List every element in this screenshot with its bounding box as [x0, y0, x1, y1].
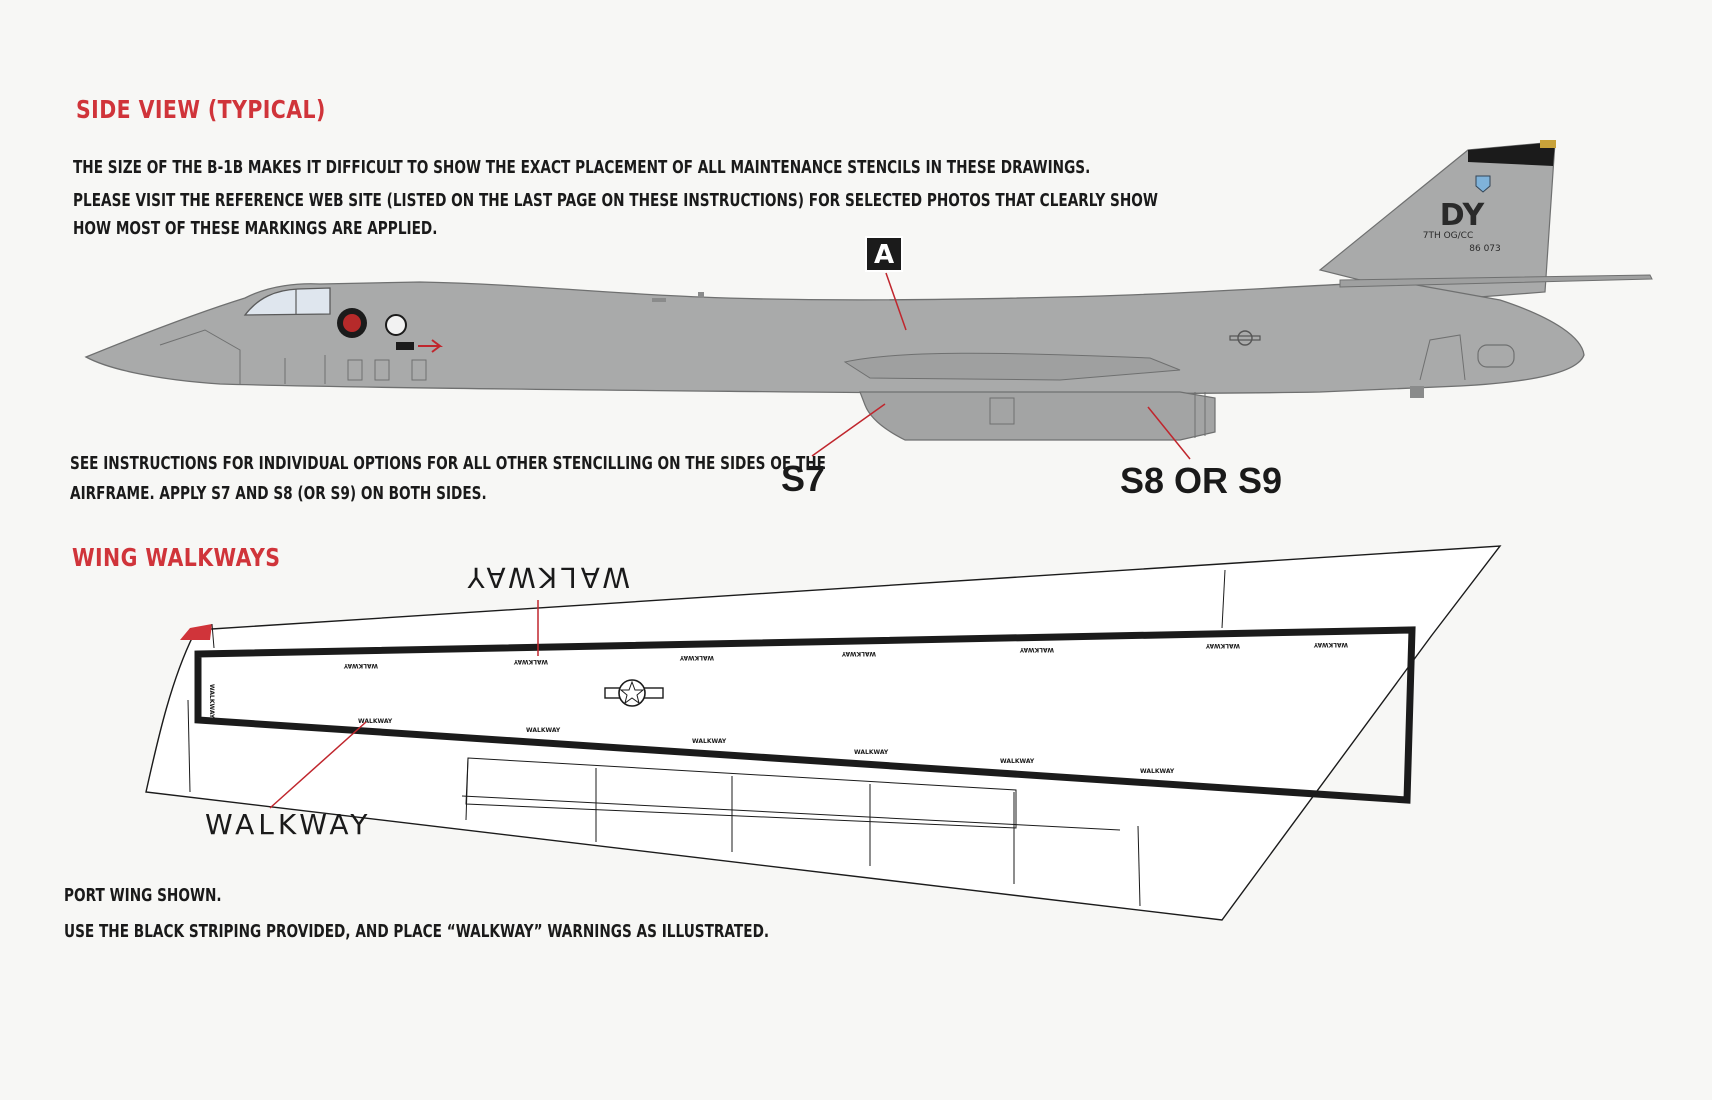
- wing-outline: [145, 545, 1502, 921]
- unit-emblem: [1475, 175, 1491, 193]
- s8-s9-leader: [1147, 406, 1191, 460]
- access-panel: [411, 359, 427, 381]
- walkway-bottom-leader: [269, 721, 367, 809]
- wing-walkways-title: WING WALKWAYS: [72, 543, 281, 572]
- stencil-note-line-1: SEE INSTRUCTIONS FOR INDIVIDUAL OPTIONS …: [70, 454, 827, 474]
- hatch-marking: [385, 314, 407, 336]
- tail-code: DY: [1440, 198, 1486, 233]
- aft-panel: [1419, 334, 1466, 381]
- intro-line-1: THE SIZE OF THE B-1B MAKES IT DIFFICULT …: [73, 158, 1091, 178]
- insignia-star: [619, 680, 645, 705]
- wing-glove: [843, 352, 1181, 381]
- walkway-stencil: WALKWAY: [1313, 641, 1348, 648]
- wing-insignia: [604, 679, 664, 707]
- tail-tip-light: [1540, 140, 1556, 148]
- callout-a-box: [865, 236, 903, 272]
- fuselage: [84, 281, 1585, 395]
- walkway-stencil: WALKWAY: [1205, 642, 1240, 649]
- intro-line-2: PLEASE VISIT THE REFERENCE WEB SITE (LIS…: [73, 191, 1158, 211]
- insignia-bar: [1229, 335, 1261, 341]
- walkway-stencil: WALKWAY: [513, 658, 548, 665]
- walkway-stencil: WALKWAY: [854, 749, 889, 756]
- nacelle-panel: [989, 397, 1015, 425]
- engine-nacelle: [859, 391, 1216, 441]
- horizontal-stabilizer: [1339, 274, 1653, 288]
- flap-divider: [1137, 825, 1141, 907]
- wing-panel-line: [1221, 569, 1226, 629]
- rescue-marking-inner: [343, 314, 361, 332]
- antenna: [698, 292, 704, 298]
- label-s8-or-s9: S8 OR S9: [1120, 460, 1283, 501]
- walkway-stencil: WALKWAY: [1000, 758, 1035, 765]
- intro-line-3: HOW MOST OF THESE MARKINGS ARE APPLIED.: [73, 219, 438, 239]
- callout-a-leader: [885, 272, 907, 331]
- stencil-note-line-2: AIRFRAME. APPLY S7 AND S8 (OR S9) ON BOT…: [70, 484, 487, 504]
- tail-serial-text: 86 073: [1469, 244, 1501, 254]
- insignia-roundel: [1237, 330, 1253, 346]
- wing-note-line-1: PORT WING SHOWN.: [64, 886, 222, 906]
- stencil-row-leading: WALKWAY WALKWAY WALKWAY WALKWAY WALKWAY …: [208, 641, 1348, 719]
- walkway-stencil: WALKWAY: [208, 684, 215, 719]
- tail-bumper: [1410, 386, 1424, 398]
- walkway-stencil: WALKWAY: [679, 654, 714, 661]
- walkway-label: WALKWAY: [205, 808, 372, 841]
- flap-divider: [465, 757, 469, 821]
- stencil-row-trailing: WALKWAY WALKWAY WALKWAY WALKWAY WALKWAY …: [358, 718, 1175, 775]
- walkway-stencil: WALKWAY: [1140, 768, 1175, 775]
- walkway-stencil: WALKWAY: [358, 718, 393, 725]
- stencil-block: [396, 342, 414, 350]
- walkway-stencil: WALKWAY: [692, 738, 727, 745]
- wing-tip-light: [180, 624, 212, 640]
- wing-note-line-2: USE THE BLACK STRIPING PROVIDED, AND PLA…: [64, 922, 770, 942]
- walkway-stencil: WALKWAY: [343, 662, 378, 669]
- walkway-stencil: WALKWAY: [1019, 646, 1054, 653]
- access-panel: [374, 359, 390, 381]
- wing-panel-line: [187, 699, 191, 793]
- callout-a-text: A: [874, 240, 894, 270]
- flap-line: [461, 795, 1121, 831]
- access-panel: [347, 359, 363, 381]
- tail-band: [1468, 142, 1555, 166]
- s7-leader: [811, 403, 886, 457]
- walkway-stencil: WALKWAY: [841, 650, 876, 657]
- walkway-stripe-frame: [194, 626, 1416, 804]
- arrow-marking: [418, 339, 443, 353]
- side-view-title: SIDE VIEW (TYPICAL): [76, 95, 326, 124]
- tail-unit-text: 7TH OG/CC: [1423, 231, 1474, 241]
- nose-panel-line: [159, 329, 241, 385]
- cockpit-canopy: [243, 287, 331, 316]
- walkway-stencil: WALKWAY: [526, 727, 561, 734]
- wing-root-line: [211, 623, 215, 649]
- aft-fairing: [1477, 344, 1515, 368]
- antenna: [652, 298, 666, 302]
- label-s7: S7: [781, 458, 826, 499]
